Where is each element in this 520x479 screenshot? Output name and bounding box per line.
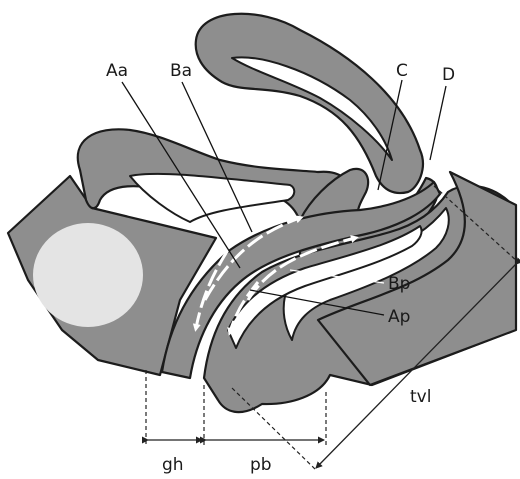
label-Bp: Bp <box>388 274 410 294</box>
label-D: D <box>442 65 455 85</box>
label-tvl: tvl <box>410 387 431 407</box>
bone-highlight <box>33 223 143 327</box>
label-C: C <box>396 61 408 81</box>
label-pb: pb <box>250 455 272 475</box>
label-gh: gh <box>162 455 184 475</box>
label-Ap: Ap <box>388 307 410 327</box>
label-Ba: Ba <box>170 61 192 81</box>
label-Aa: Aa <box>106 61 128 81</box>
leader-D <box>430 86 446 160</box>
